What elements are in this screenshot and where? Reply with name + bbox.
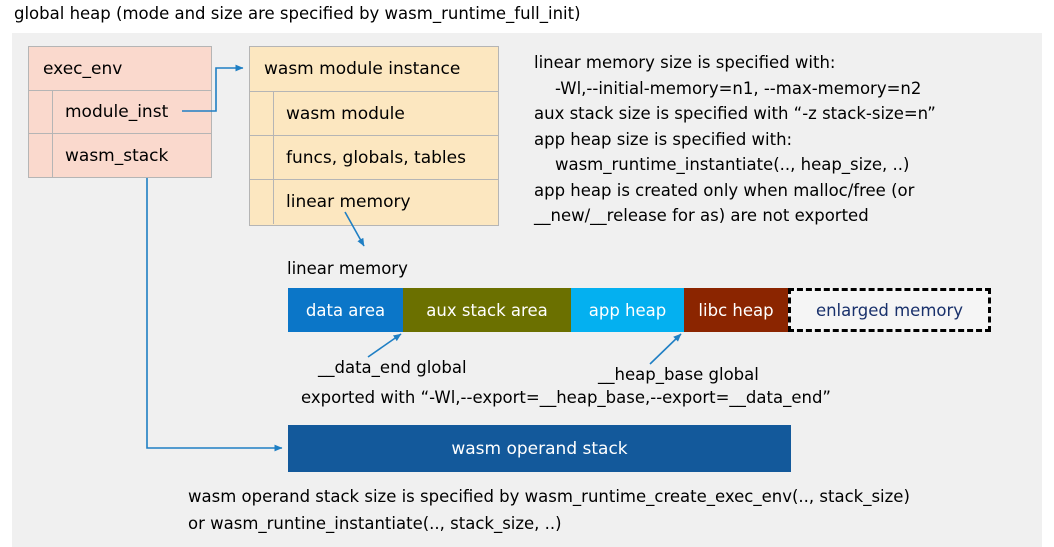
exec-env-row-module-inst: module_inst: [29, 91, 211, 134]
indent-column: [250, 136, 274, 179]
annotation-data-end-global: __data_end global: [318, 358, 467, 377]
memory-segment-app-heap: app heap: [571, 288, 684, 332]
exec-env-row-label: wasm_stack: [65, 145, 169, 166]
indent-column: [29, 91, 53, 133]
module-instance-row-label: funcs, globals, tables: [286, 147, 466, 168]
annotation-exported-with: exported with “-Wl,--export=__heap_base,…: [301, 388, 831, 407]
module-instance-row-linear-memory: linear memory: [250, 180, 498, 224]
exec-env-row-wasm-stack: wasm_stack: [29, 134, 211, 177]
indent-column: [250, 180, 274, 224]
exec-env-row-label: module_inst: [65, 102, 169, 122]
memory-segment-data-area: data area: [288, 288, 403, 332]
module-instance-header: wasm module instance: [250, 47, 498, 92]
memory-segment-aux-stack-area: aux stack area: [403, 288, 571, 332]
page-title: global heap (mode and size are specified…: [14, 4, 581, 23]
module-instance-row-funcs-globals-tables: funcs, globals, tables: [250, 136, 498, 180]
module-instance-row-label: linear memory: [286, 192, 411, 212]
memory-segment-enlarged-memory: enlarged memory: [788, 288, 991, 332]
exec-env-header: exec_env: [29, 47, 211, 91]
wasm-operand-stack-bar: wasm operand stack: [288, 425, 791, 472]
indent-column: [250, 92, 274, 135]
exec-env-box: exec_env module_inst wasm_stack: [28, 46, 212, 178]
linear-memory-bar: data area aux stack area app heap libc h…: [288, 288, 991, 332]
memory-segment-libc-heap: libc heap: [684, 288, 788, 332]
module-instance-row-wasm-module: wasm module: [250, 92, 498, 136]
linear-memory-note: linear memory size is specified with: -W…: [534, 53, 936, 225]
wasm-module-instance-box: wasm module instance wasm module funcs, …: [249, 46, 499, 226]
annotation-heap-base-global: __heap_base global: [598, 365, 759, 384]
operand-stack-note: wasm operand stack size is specified by …: [188, 487, 910, 533]
linear-memory-bar-caption: linear memory: [287, 259, 408, 278]
module-instance-row-label: wasm module: [286, 103, 405, 124]
indent-column: [29, 134, 53, 177]
